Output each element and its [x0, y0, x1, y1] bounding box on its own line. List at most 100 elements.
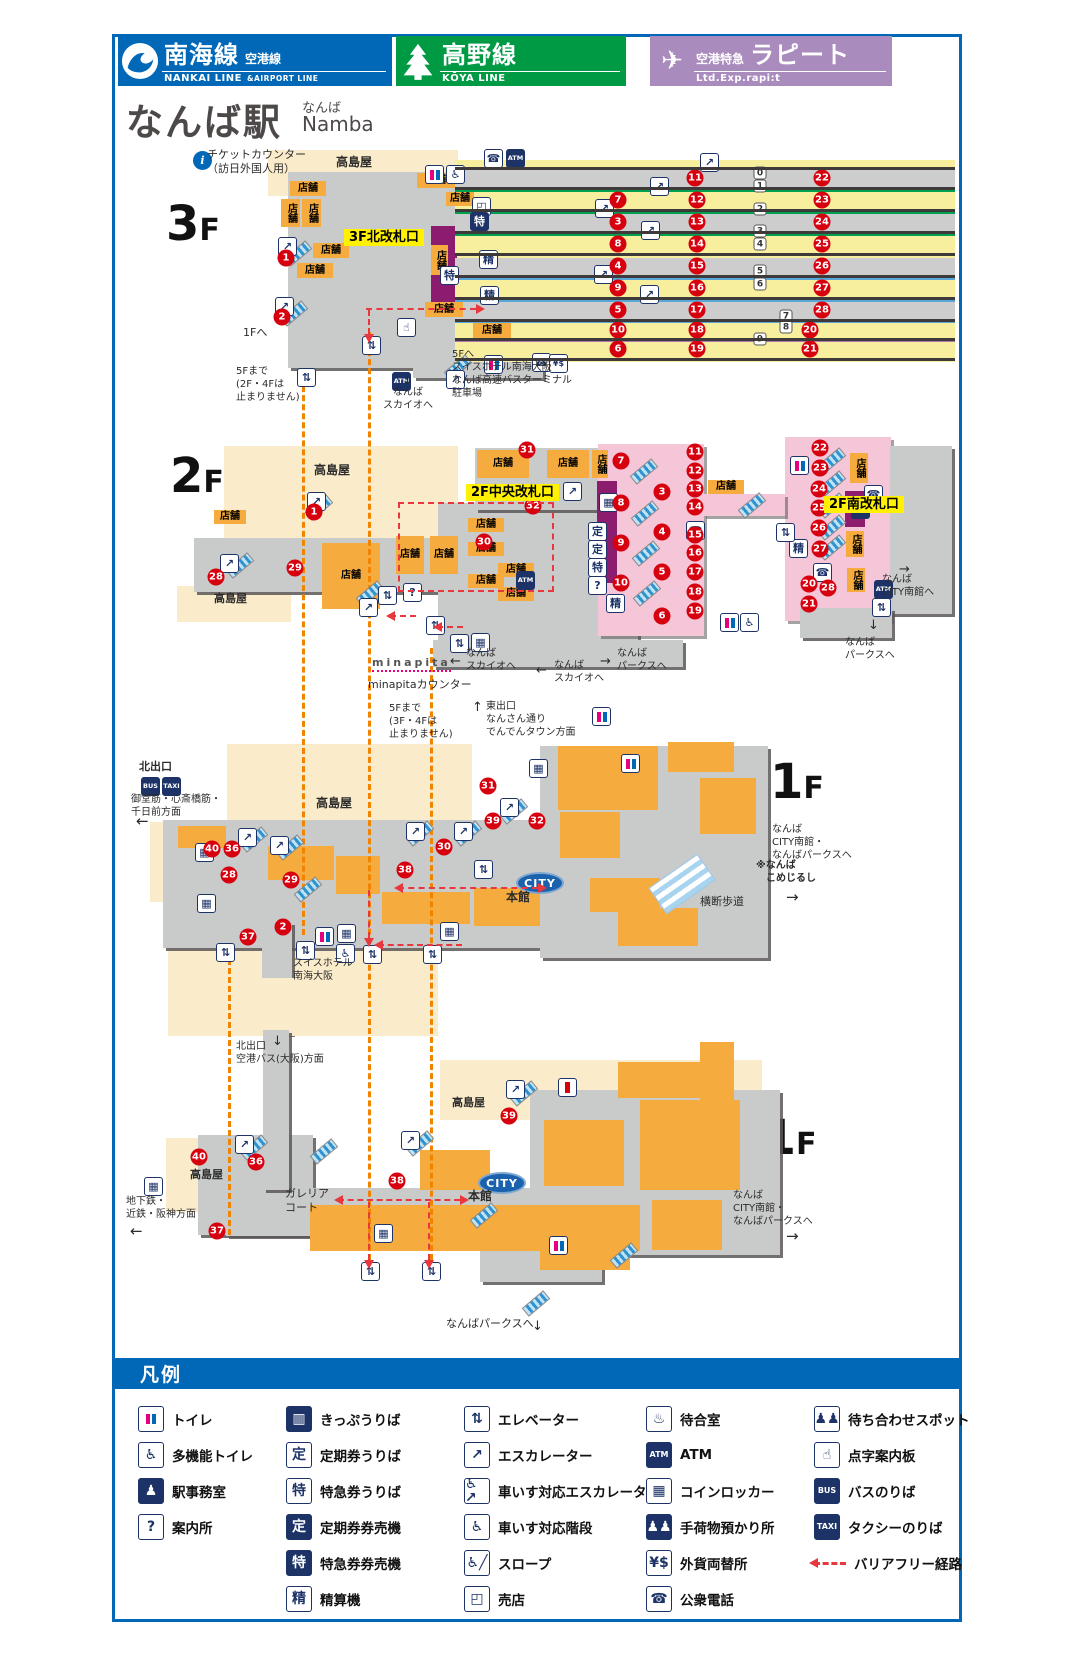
- wheel-icon: ♿: [740, 613, 759, 632]
- crosswalk-label: 横断歩道: [700, 895, 744, 908]
- tei-icon: 定: [588, 522, 607, 541]
- legend-item: ♟駅事務室: [138, 1476, 226, 1506]
- to-city-south-note: なんば CITY南館へ: [882, 574, 935, 598]
- right-arrow: →: [786, 888, 799, 906]
- wc-icon: [592, 707, 611, 726]
- circle-marker-12: 12: [686, 462, 704, 480]
- esc-icon: ↗: [454, 822, 473, 841]
- circle-marker-18: 18: [688, 321, 706, 339]
- legend-item-label: バリアフリー経路: [854, 1557, 962, 1573]
- legend-title: 凡例: [140, 1364, 183, 1386]
- circle-marker-18: 18: [686, 583, 704, 601]
- locker-icon: ▦: [471, 633, 490, 652]
- circle-marker-28: 28: [207, 568, 225, 586]
- track-line: [455, 234, 955, 236]
- esc-icon: ↗: [563, 482, 582, 501]
- route-arrow: [329, 1195, 343, 1205]
- wait-icon: ♨: [646, 1406, 672, 1432]
- locker-icon: ▦: [144, 1177, 163, 1196]
- north-exit-airport-note: 北出口 空港バス(大阪)方面: [236, 1041, 324, 1065]
- circle-marker-25: 25: [813, 235, 831, 253]
- circle-marker-29: 29: [286, 559, 304, 577]
- takashimaya-label: 高島屋: [316, 796, 353, 810]
- banner-nankai-line: 南海線空港線 NANKAI LINE&AIRPORT LINE: [118, 36, 392, 86]
- legend-item: ☎公衆電話: [646, 1584, 734, 1614]
- toku-icon: 特: [588, 558, 607, 577]
- wc-icon: [425, 165, 444, 184]
- wc-icon: [549, 1236, 568, 1255]
- line-name: 高野線: [442, 41, 517, 69]
- circle-marker-5: 5: [653, 563, 671, 581]
- legend-item-label: 多機能トイレ: [172, 1449, 253, 1465]
- store-block: 店舗: [302, 199, 321, 227]
- circle-marker-30: 30: [435, 838, 453, 856]
- barrier-free-route: [437, 626, 463, 628]
- circle-marker-16: 16: [688, 279, 706, 297]
- track-number-8: 8: [779, 320, 793, 334]
- route-arrow: [369, 940, 383, 950]
- track-line: [455, 209, 955, 212]
- track-line: [455, 319, 955, 322]
- circle-marker-21: 21: [801, 340, 819, 358]
- elev-icon: ⇅: [296, 941, 315, 960]
- legend-item-label: エスカレーター: [498, 1449, 593, 1465]
- down-arrow: ↓: [868, 618, 879, 633]
- right-arrow: →: [600, 654, 611, 669]
- q-icon: ?: [403, 583, 422, 602]
- left-arrow: ←: [136, 812, 149, 830]
- circle-marker-14: 14: [688, 235, 706, 253]
- line-subname-en: &AIRPORT LINE: [246, 74, 319, 83]
- circle-marker-16: 16: [686, 544, 704, 562]
- teim-icon: 定: [286, 1514, 312, 1540]
- route-arrow: [364, 334, 374, 348]
- circle-marker-19: 19: [688, 340, 706, 358]
- circle-marker-24: 24: [810, 480, 828, 498]
- circle-marker-28: 28: [819, 579, 837, 597]
- barrier-free-route: [390, 615, 416, 617]
- circle-marker-40: 40: [203, 840, 221, 858]
- legend-item-label: 公衆電話: [680, 1593, 734, 1609]
- circle-marker-37: 37: [208, 1222, 226, 1240]
- legend-item-label: 定期券券売機: [320, 1521, 401, 1537]
- toku-icon: 特: [440, 266, 459, 285]
- exch-icon: ¥$: [646, 1550, 672, 1576]
- ticket-counter-note: チケットカウンター （訪日外国人用）: [207, 148, 306, 176]
- honkan-label: 本館: [506, 890, 531, 904]
- esc-icon: ↗: [220, 554, 239, 573]
- store-block: 店舗: [473, 323, 511, 338]
- takashimaya-label: 高島屋: [336, 155, 373, 169]
- office-icon: ♟: [138, 1478, 164, 1504]
- esc-icon: ↗: [270, 836, 289, 855]
- sei-icon: 精: [606, 594, 625, 613]
- atm-icon: ATM: [392, 372, 411, 391]
- circle-marker-8: 8: [612, 494, 630, 512]
- store-block: 店舗: [592, 450, 608, 478]
- floor-shape-orange: [544, 1120, 624, 1186]
- legend-item: 特特急券券売機: [286, 1548, 401, 1578]
- floor-shape-cream: [168, 978, 438, 1036]
- north-exit-dest: 御堂筋・心斎橋筋・ 千日前方面: [131, 794, 221, 818]
- esc-icon: ↗: [594, 265, 613, 284]
- galleria-court-label: ガレリア コート: [285, 1187, 329, 1215]
- route-arrow: [476, 304, 490, 314]
- route-arrow: [538, 883, 552, 893]
- elev-icon: ⇅: [464, 1406, 490, 1432]
- down-arrow: ↓: [532, 1319, 543, 1334]
- circle-marker-5: 5: [609, 301, 627, 319]
- circle-marker-40: 40: [190, 1148, 208, 1166]
- down-arrow: ↓: [272, 1034, 283, 1049]
- legend-item-label: 車いす対応エスカレーター: [498, 1485, 660, 1501]
- elev-icon: ⇅: [216, 943, 235, 962]
- wc-icon: [790, 456, 809, 475]
- legend-item: ↗エスカレーター: [464, 1440, 593, 1470]
- floor-shape-orange: [336, 856, 380, 894]
- circle-marker-9: 9: [612, 534, 630, 552]
- phone-icon: ☎: [484, 149, 503, 168]
- store-block: 店舗: [396, 536, 424, 574]
- hand-icon: ☝: [814, 1442, 840, 1468]
- legend-item-label: 特急券券売機: [320, 1557, 401, 1573]
- barrier-free-route: [366, 308, 476, 310]
- locker-icon: ▦: [337, 924, 356, 943]
- atm-icon: ATM: [646, 1442, 672, 1468]
- floor-shape-orange: [618, 908, 698, 946]
